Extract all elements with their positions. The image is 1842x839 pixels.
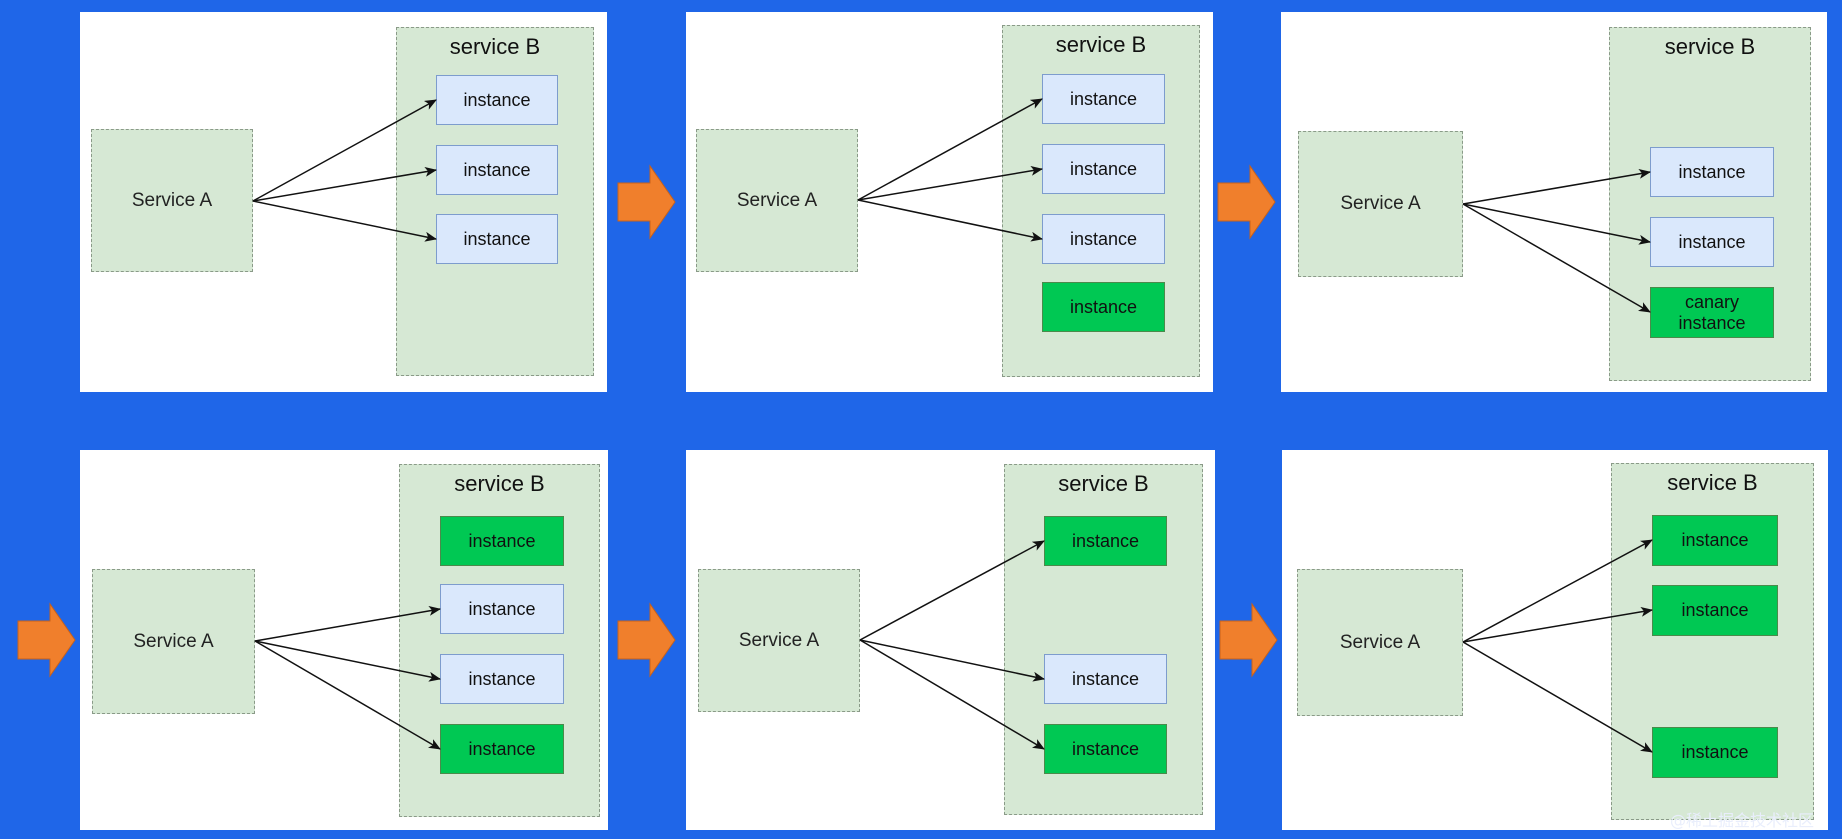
instance-old: instance [436,145,558,195]
instance-new: instance [1044,724,1167,774]
instance-new: instance [1652,585,1778,636]
instance-old: instance [1650,217,1774,267]
stage-arrow-icon [1219,602,1278,678]
service-b-label: service B [1664,34,1756,59]
service-a-box: Service A [91,129,253,272]
stage-arrow-icon [1217,164,1276,240]
service-a-box: Service A [696,129,858,272]
service-b-label: service B [454,471,545,496]
instance-old: instance [436,214,558,264]
instance-new: instance [440,724,564,774]
instance-old: instance [440,654,564,704]
instance-old: instance [1042,144,1165,194]
service-b-label: service B [449,34,541,59]
instance-new: instance [1044,516,1167,566]
service-b-label: service B [1055,32,1147,57]
instance-new: instance [440,516,564,566]
service-a-box: Service A [92,569,255,714]
stage-arrow-icon [17,602,76,678]
instance-old: instance [1042,74,1165,124]
instance-new: instance [1652,515,1778,566]
service-a-box: Service A [1297,569,1463,716]
instance-new: instance [1042,282,1165,332]
watermark: @稀土掘金技术社区 [1669,811,1814,830]
instance-old: instance [1650,147,1774,197]
instance-old: instance [436,75,558,125]
service-b-label: service B [1667,470,1758,495]
instance-new: instance [1652,727,1778,778]
instance-old: instance [1044,654,1167,704]
service-a-label: Service A [131,189,213,211]
instance-old: instance [1042,214,1165,264]
service-b-label: service B [1058,471,1149,496]
stage-arrow-icon [617,164,676,240]
instance-old: instance [440,584,564,634]
service-a-box: Service A [1298,131,1463,277]
stage-arrow-icon [617,602,676,678]
service-a-box: Service A [698,569,860,712]
